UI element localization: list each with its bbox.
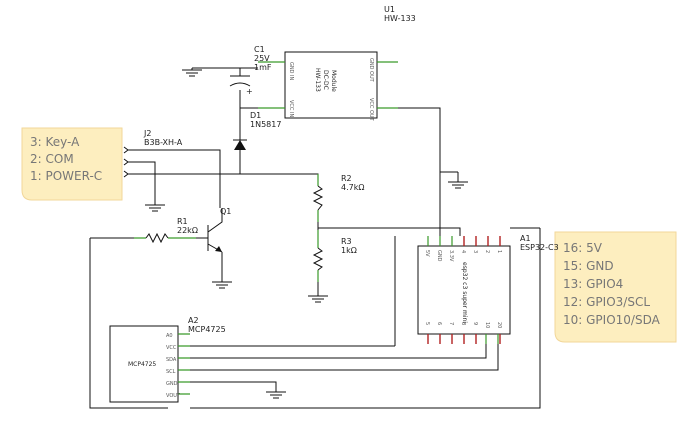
note-line-3: 1: POWER-C <box>30 169 102 183</box>
esp32-top-pin-label: 5V <box>424 250 430 257</box>
a1-value: ESP32-C3 <box>520 243 559 252</box>
c1-polarity: + <box>246 87 253 96</box>
transistor-q1: Q1 <box>196 207 231 253</box>
r1-value: 22kΩ <box>177 226 198 235</box>
esp32-bottom-pin-label: 20 <box>496 322 502 328</box>
j2-value: B3B-XH-A <box>144 138 183 147</box>
u1-pin-vcc-out: VCC OUT <box>368 98 374 122</box>
a2-body: MCP4725 <box>128 361 156 368</box>
note-line-4: 12: GPIO3/SCL <box>563 295 650 309</box>
dac-module: A2 MCP4725 MCP4725 <box>109 316 226 403</box>
r3-value: 1kΩ <box>341 246 357 255</box>
esp32-note: 16: 5V 15: GND 13: GPIO4 12: GPIO3/SCL 1… <box>554 231 677 343</box>
esp32-top-pin-label: 1 <box>496 250 502 253</box>
ground-symbol <box>266 391 286 399</box>
c1-ref: C1 <box>254 45 265 54</box>
u1-ref: U1 <box>384 5 395 14</box>
u1-pin-gnd-out: GND OUT <box>368 58 374 83</box>
d1-ref: D1 <box>250 111 261 120</box>
u1-body-2: DC-DC <box>322 70 329 90</box>
note-line-2: 15: GND <box>563 259 614 273</box>
ground-symbol <box>182 68 202 77</box>
a1-body: esp32 c3 super mini <box>461 262 468 323</box>
mcp4725-pin-label: A0 <box>166 333 173 339</box>
note-line-1: 16: 5V <box>563 241 603 255</box>
hw133-module: U1 HW-133 GND IN VCC IN GND OUT VCC OUT … <box>258 5 416 122</box>
esp32-module: A1 ESP32-C3 esp32 c3 super mini <box>417 234 559 344</box>
note-line-5: 10: GPIO10/SDA <box>563 313 661 327</box>
esp32-bottom-pin-label: 10 <box>484 322 490 328</box>
mcp4725-pin-label: VOUT <box>166 393 181 399</box>
u1-body-3: Module <box>330 70 337 92</box>
u1-value: HW-133 <box>384 14 416 23</box>
r3-ref: R3 <box>341 237 352 246</box>
mcp4725-pin-label: GND <box>166 381 178 387</box>
ground-symbol <box>212 281 232 289</box>
connector-j2: J2 B3B-XH-A <box>123 129 183 178</box>
ground-symbol <box>448 172 468 189</box>
a2-value: MCP4725 <box>188 325 226 334</box>
ground-symbol <box>308 295 328 303</box>
d1-value: 1N5817 <box>250 120 281 129</box>
u1-body-1: HW-133 <box>314 68 321 92</box>
esp32-top-pin-label: 3 <box>472 250 478 253</box>
u1-pin-gnd-in: GND IN <box>288 62 294 81</box>
note-line-1: 3: Key-A <box>30 135 80 149</box>
resistor-r3: R3 1kΩ <box>312 230 357 282</box>
capacitor-c1: C1 25V 1mF + <box>229 45 272 96</box>
c1-voltage: 25V <box>254 54 270 63</box>
mcp4725-pin-label: SDA <box>166 357 177 363</box>
esp32-bottom-pin-label: 7 <box>448 322 454 325</box>
r1-ref: R1 <box>177 217 188 226</box>
esp32-top-pin-label: 3.3V <box>448 250 454 262</box>
esp32-bottom-pin-label: 9 <box>472 322 478 325</box>
resistor-r2: R2 4.7kΩ <box>312 174 364 222</box>
a1-ref: A1 <box>520 234 531 243</box>
esp32-bottom-pin-label: 6 <box>436 322 442 325</box>
q1-ref: Q1 <box>220 207 231 216</box>
j2-ref: J2 <box>143 129 151 138</box>
diode-d1: D1 1N5817 <box>233 111 281 150</box>
ground-symbol <box>145 204 165 212</box>
mcp4725-pin-label: VCC <box>166 345 177 351</box>
esp32-top-pin-label: GND <box>436 250 442 262</box>
a2-ref: A2 <box>188 316 199 325</box>
connector-note: 3: Key-A 2: COM 1: POWER-C <box>21 127 123 201</box>
resistor-r1: R1 22kΩ <box>134 217 198 244</box>
note-line-2: 2: COM <box>30 152 74 166</box>
esp32-bottom-pin-label: 5 <box>424 322 430 325</box>
c1-value: 1mF <box>254 63 272 72</box>
ground-symbols <box>145 68 468 399</box>
mcp4725-pin-label: SCL <box>166 369 176 375</box>
r2-ref: R2 <box>341 174 352 183</box>
esp32-bottom-pin-label: 8 <box>460 322 466 325</box>
r2-value: 4.7kΩ <box>341 183 364 192</box>
esp32-top-pin-label: 2 <box>484 250 490 253</box>
u1-pin-vcc-in: VCC IN <box>288 100 294 117</box>
note-line-3: 13: GPIO4 <box>563 277 623 291</box>
esp32-top-pin-label: 4 <box>460 250 466 253</box>
